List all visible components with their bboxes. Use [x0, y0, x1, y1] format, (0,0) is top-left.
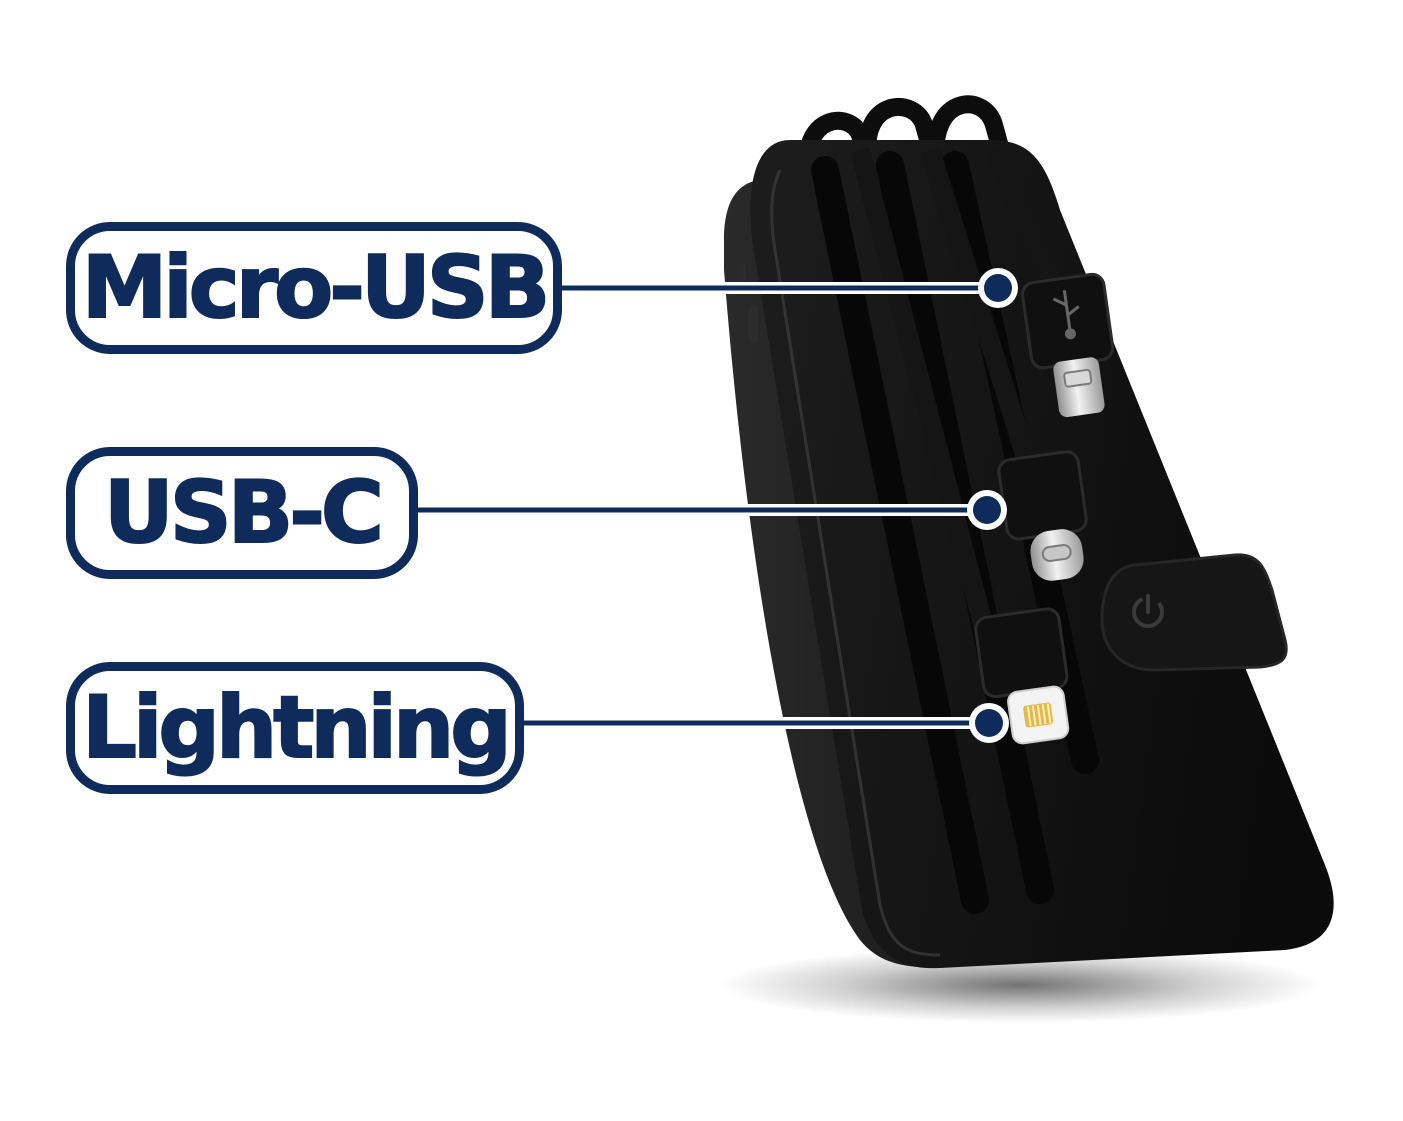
- cable-loop-2: [858, 97, 944, 174]
- power-bank-edge-highlight: [770, 169, 941, 957]
- power-icon[interactable]: [1128, 592, 1167, 631]
- cable-strip-2: [920, 147, 1040, 473]
- usb-c-plug: [997, 450, 1088, 581]
- lightning-plug: [974, 607, 1070, 745]
- power-bank: [724, 95, 1334, 969]
- label-micro-usb: Micro-USB: [66, 222, 562, 354]
- side-port: [748, 305, 758, 343]
- label-lightning: Lightning: [66, 662, 524, 794]
- floor-shadow: [720, 947, 1320, 1023]
- callout-leader-usbc: [412, 490, 1007, 530]
- cable-loop-3: [926, 95, 1014, 174]
- cable-strip-1: [850, 147, 1010, 693]
- callout-leader-lightning: [518, 703, 1009, 743]
- callout-leader-micro: [556, 268, 1018, 308]
- power-button-pad: [1100, 553, 1288, 672]
- micro-usb-plug: [1021, 272, 1115, 418]
- usb-trident-icon: [1052, 290, 1080, 340]
- power-bank-side: [724, 180, 1180, 968]
- label-usb-c: USB-C: [66, 447, 418, 579]
- cable-strip-3: [985, 146, 1065, 294]
- side-led: [738, 262, 746, 284]
